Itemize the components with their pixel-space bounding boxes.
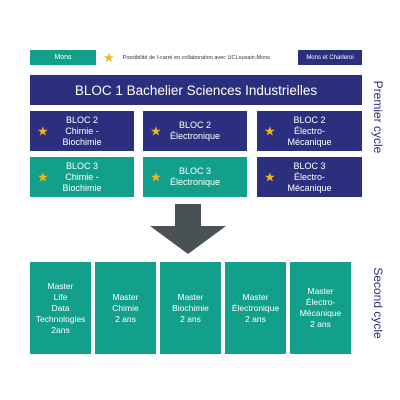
master-electromecanique: Master Électro- Mécanique 2 ans <box>290 262 351 354</box>
bloc2-electronique: ★ BLOC 2 Électronique <box>143 111 247 151</box>
bloc2-chimie: ★ BLOC 2 Chimie - Biochimie <box>30 111 134 151</box>
star-icon: ★ <box>264 123 276 139</box>
legend-icarre: ★ Possibilité de I-carré en collaboratio… <box>103 50 270 65</box>
master-biochimie: Master Biochimie 2 ans <box>160 262 221 354</box>
legend-mons: Mons <box>30 50 96 65</box>
bloc2-electronique-label: BLOC 2 Électronique <box>169 120 221 141</box>
bloc3-electronique: ★ BLOC 3 Électronique <box>143 157 247 197</box>
master-chimie: Master Chimie 2 ans <box>95 262 156 354</box>
down-arrow-icon <box>150 204 226 254</box>
bloc2-chimie-label: BLOC 2 Chimie - Biochimie <box>62 114 102 147</box>
legend-mons-charleroi-label: Mons et Charleroi <box>306 54 354 61</box>
legend-mons-charleroi: Mons et Charleroi <box>298 50 362 65</box>
star-icon: ★ <box>103 50 115 65</box>
bloc3-electromecanique: ★ BLOC 3 Électro- Mécanique <box>257 157 362 197</box>
star-icon: ★ <box>150 123 162 139</box>
master-life-data: Master Life Data Technologies 2ans <box>30 262 91 354</box>
bloc3-electronique-label: BLOC 3 Électronique <box>169 166 221 187</box>
legend-mons-label: Mons <box>54 54 72 61</box>
second-cycle-label: Second cycle <box>371 267 385 339</box>
bloc3-electromecanique-label: BLOC 3 Électro- Mécanique <box>287 160 332 193</box>
bloc1-box: BLOC 1 Bachelier Sciences Industrielles <box>30 75 362 105</box>
premier-cycle-label: Premier cycle <box>371 80 385 154</box>
star-icon: ★ <box>37 123 49 139</box>
legend-icarre-label: Possibilité de I-carré en collaboration … <box>122 54 271 61</box>
star-icon: ★ <box>150 169 162 185</box>
star-icon: ★ <box>264 169 276 185</box>
bloc2-electromecanique: ★ BLOC 2 Électro- Mécanique <box>257 111 362 151</box>
master-electronique: Master Électronique 2 ans <box>225 262 286 354</box>
bloc2-electromecanique-label: BLOC 2 Électro- Mécanique <box>287 114 332 147</box>
bloc1-label: BLOC 1 Bachelier Sciences Industrielles <box>74 82 318 98</box>
star-icon: ★ <box>37 169 49 185</box>
bloc3-chimie-label: BLOC 3 Chimie - Biochimie <box>62 160 102 193</box>
bloc3-chimie: ★ BLOC 3 Chimie - Biochimie <box>30 157 134 197</box>
